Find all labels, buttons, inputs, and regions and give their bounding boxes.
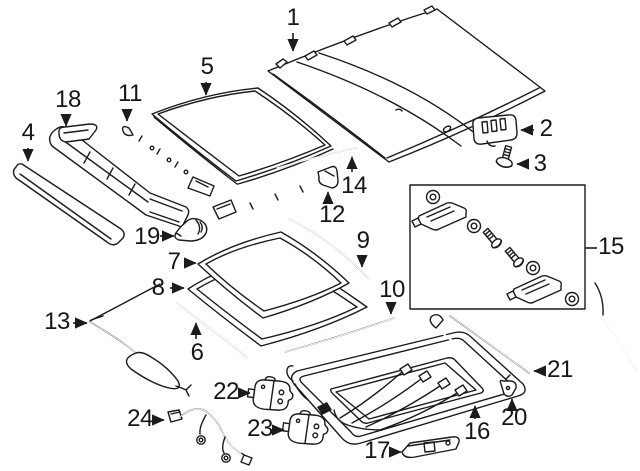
callout-24[interactable]: 24 xyxy=(127,405,153,432)
callout-3[interactable]: 3 xyxy=(533,150,547,177)
part-13-drain-cable xyxy=(89,283,192,397)
callout-12[interactable]: 12 xyxy=(319,201,345,228)
callout-8[interactable]: 8 xyxy=(151,274,165,301)
part-2-bracket xyxy=(472,114,518,147)
callout-23[interactable]: 23 xyxy=(247,415,273,442)
callout-6[interactable]: 6 xyxy=(190,339,204,366)
callout-22[interactable]: 22 xyxy=(213,378,239,405)
part-21-guide-rail xyxy=(429,313,530,385)
part-12-rear-rail xyxy=(212,165,339,220)
part-4-deflector-panel xyxy=(12,163,125,246)
callout-18[interactable]: 18 xyxy=(55,86,81,113)
part-14-molding-strip xyxy=(276,147,357,169)
part-18-end-cap xyxy=(58,123,98,143)
kit-bracket-b xyxy=(506,274,562,304)
callout-15[interactable]: 15 xyxy=(598,233,624,260)
part-10-side-molding xyxy=(284,317,395,353)
part-7-glass-seal xyxy=(197,231,350,319)
callout-14[interactable]: 14 xyxy=(341,172,367,199)
kit-screw-1 xyxy=(482,227,503,249)
callout-10[interactable]: 10 xyxy=(379,276,405,303)
part-11-front-rail xyxy=(121,125,215,197)
callout-20[interactable]: 20 xyxy=(501,404,527,431)
part-6-trim-strip xyxy=(176,302,248,358)
callout-arrows xyxy=(22,33,597,458)
part-19-sleeve xyxy=(174,217,208,242)
callout-1[interactable]: 1 xyxy=(286,4,300,31)
part-24-wiring-harness xyxy=(167,408,253,466)
part-9-side-molding xyxy=(288,218,369,279)
callout-16[interactable]: 16 xyxy=(464,418,490,445)
part-17-guide-bracket xyxy=(401,436,460,459)
part-15-repair-kit-box xyxy=(409,184,586,310)
callout-11[interactable]: 11 xyxy=(118,80,142,107)
kit-bracket-a xyxy=(411,201,467,231)
callout-19[interactable]: 19 xyxy=(134,223,160,250)
part-22-motor xyxy=(245,373,296,414)
callout-9[interactable]: 9 xyxy=(356,227,370,254)
callout-13[interactable]: 13 xyxy=(44,308,70,335)
callout-4[interactable]: 4 xyxy=(21,119,35,146)
kit-screw-2 xyxy=(504,246,525,268)
callout-5[interactable]: 5 xyxy=(200,53,214,80)
part-20-end-bracket xyxy=(499,374,517,397)
part-5-sunroof-glass xyxy=(151,87,334,185)
callout-7[interactable]: 7 xyxy=(167,248,181,275)
part-3-screw xyxy=(495,145,513,168)
callout-21[interactable]: 21 xyxy=(547,356,573,383)
callout-17[interactable]: 17 xyxy=(364,437,390,464)
callout-2[interactable]: 2 xyxy=(539,115,553,142)
